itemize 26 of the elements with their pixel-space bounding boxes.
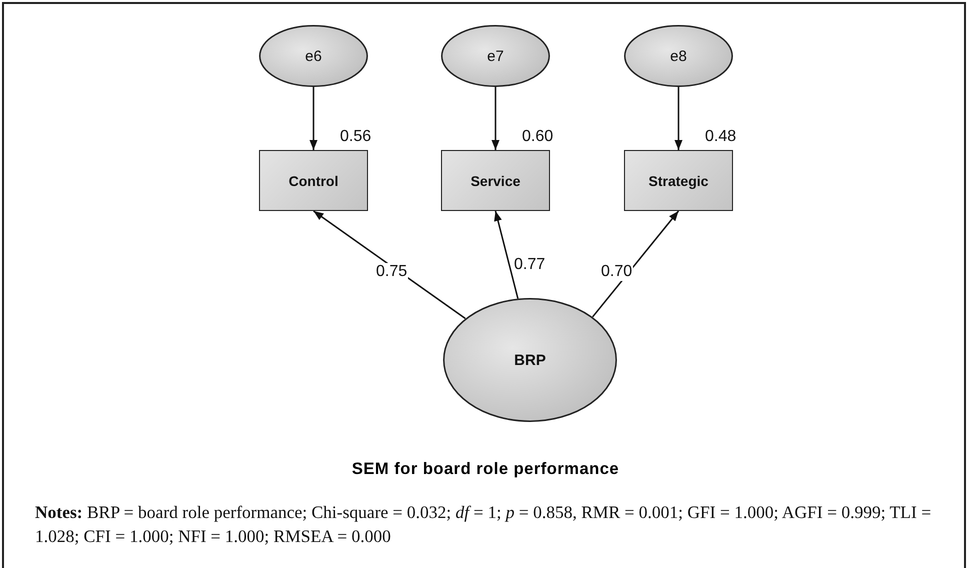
figure-caption: SEM for board role performance xyxy=(352,460,620,479)
r-squared-value: 0.56 xyxy=(340,128,372,146)
variable-name: Strategic xyxy=(648,172,708,188)
notes-text: Notes: BRP = board role performance; Chi-square = 0.032; df = 1; p = 0.858, RMR = 0.001; GFI = 1.000; AGFI = 0.999; TLI = 1.028; CFI = 1.000; NFI = 1.000; RMSEA = 0.000 xyxy=(35,501,932,548)
observed-variable-box xyxy=(441,150,550,211)
variable-name: BRP xyxy=(514,352,546,368)
path-arrow xyxy=(674,87,682,150)
r-squared-value: 0.48 xyxy=(705,128,736,146)
latent-variable-ellipse xyxy=(259,25,368,87)
latent-variable-ellipse xyxy=(624,25,733,87)
r-squared-value: 0.60 xyxy=(522,128,554,146)
path-arrow xyxy=(492,87,500,150)
observed-variable-box xyxy=(624,150,733,211)
latent-variable-ellipse xyxy=(443,298,617,422)
path-arrow xyxy=(494,210,519,299)
variable-name: e7 xyxy=(487,48,504,64)
path-arrow xyxy=(310,87,318,150)
path-arrow xyxy=(592,210,680,318)
variable-name: e8 xyxy=(670,48,687,64)
latent-variable-ellipse xyxy=(441,25,550,87)
variable-name: Service xyxy=(470,172,520,188)
observed-variable-box xyxy=(259,150,368,211)
path-coefficient: 0.75 xyxy=(375,263,408,281)
variable-name: Control xyxy=(288,172,338,188)
path-coefficient: 0.70 xyxy=(600,263,634,281)
variable-name: e6 xyxy=(305,48,322,64)
